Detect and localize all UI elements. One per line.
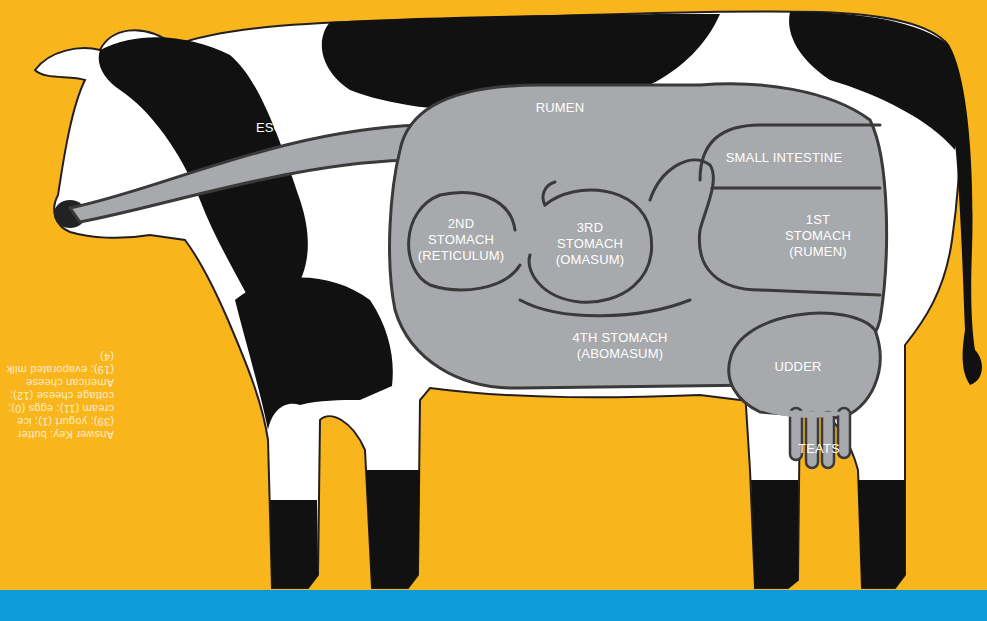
cow-body xyxy=(35,12,960,588)
cow-patch xyxy=(366,470,420,588)
cow-patch xyxy=(235,278,393,431)
reticulum-wall xyxy=(409,193,520,290)
cow-patch xyxy=(858,480,905,588)
part-label: SMALL INTESTINE xyxy=(726,150,843,166)
omasum-wall xyxy=(529,190,651,302)
intestine-wall xyxy=(700,125,880,180)
udder-shape xyxy=(729,313,880,418)
chamber-name: 4TH STOMACH (ABOMASUM) xyxy=(564,330,676,362)
stomach-chamber: 4TH STOMACH (ABOMASUM) xyxy=(564,330,676,362)
teat-shape xyxy=(806,412,818,468)
chamber-name: 2ND STOMACH (RETICULUM) xyxy=(418,216,505,264)
stomach-chamber: 1ST STOMACH (RUMEN) xyxy=(785,212,851,260)
cow-patch xyxy=(270,500,318,588)
answer-key-note: Answer Key: butter (39); yogurt (1); ice… xyxy=(2,350,114,441)
part-label: UDDER xyxy=(774,359,821,375)
part-label: ESOPHAGUS xyxy=(256,120,340,136)
intestine-wall xyxy=(712,187,880,190)
rumen-wall xyxy=(650,160,880,295)
part-label: TEATS xyxy=(798,441,840,457)
stomach-chamber: 3RD STOMACH (OMASUM) xyxy=(556,220,625,268)
teat-shape xyxy=(822,412,834,468)
part-label: RUMEN xyxy=(536,100,585,116)
chamber-name: 3RD STOMACH (OMASUM) xyxy=(556,220,625,268)
cow-patch xyxy=(751,480,798,588)
ground-strip xyxy=(0,590,987,621)
cow-tail xyxy=(945,40,982,385)
abomasum-wall xyxy=(520,300,690,316)
esophagus-tube xyxy=(70,125,420,222)
stomach-chamber: 2ND STOMACH (RETICULUM) xyxy=(418,216,505,264)
udder-fill xyxy=(760,410,850,418)
chamber-name: 1ST STOMACH (RUMEN) xyxy=(785,212,851,260)
omasum-wall xyxy=(543,182,555,205)
